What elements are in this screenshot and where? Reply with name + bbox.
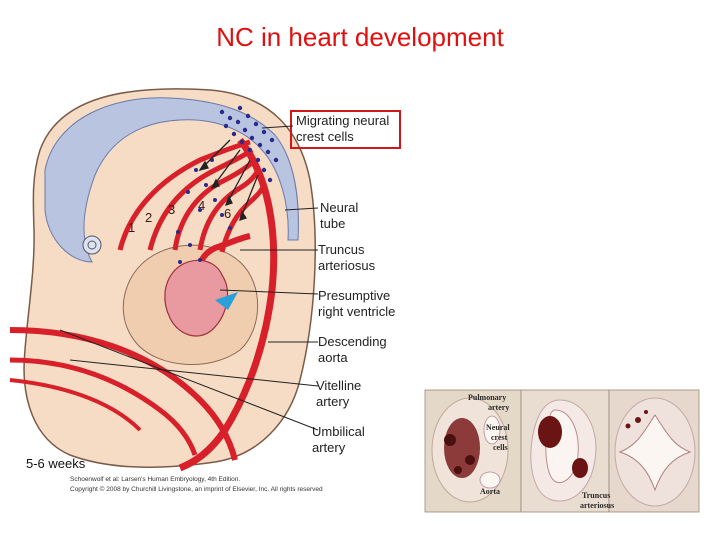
label-truncus-2: arteriosus	[318, 258, 376, 273]
micrograph-panel-1	[424, 389, 522, 513]
umbilical-artery-vessel	[9, 327, 238, 461]
mg-label-nc-2: crest	[491, 433, 508, 442]
arch-number-1: 1	[128, 220, 135, 235]
micrograph-panel-2	[520, 389, 610, 513]
heart	[164, 259, 229, 337]
label-umbilical-1: Umbilical	[312, 424, 365, 439]
label-neural-tube-1: Neural	[320, 200, 358, 215]
mg-label-aorta: Aorta	[480, 487, 500, 496]
micrograph-panel-3	[608, 389, 700, 513]
label-migrating-nc-1: Migrating neural	[296, 113, 389, 128]
eye-icon	[82, 235, 102, 255]
label-migrating-nc-2: crest cells	[296, 129, 354, 144]
pharyngeal-arch-arteries	[117, 139, 267, 253]
leader-lines	[59, 125, 319, 431]
label-truncus-1: Truncus	[318, 242, 365, 257]
label-vitelline-2: artery	[316, 394, 350, 409]
arch-number-3: 3	[168, 202, 175, 217]
arch-number-6: 6	[224, 206, 231, 221]
footnote-line-2: Copyright © 2008 by Churchill Livingston…	[70, 485, 323, 493]
label-presumptive-2: right ventricle	[318, 304, 395, 319]
stage-label: 5-6 weeks	[26, 456, 86, 471]
label-descending-aorta-2: aorta	[318, 350, 348, 365]
migration-arrows	[198, 139, 259, 221]
label-vitelline-1: Vitelline	[316, 378, 361, 393]
truncal-nc-mark	[215, 292, 238, 310]
label-umbilical-2: artery	[312, 440, 346, 455]
mg-label-truncus-1: Truncus	[582, 491, 610, 500]
neural-crest-dots	[176, 105, 279, 264]
label-presumptive-1: Presumptive	[318, 288, 390, 303]
mg-label-nc-3: cells	[493, 443, 508, 452]
label-neural-tube-2: tube	[320, 216, 345, 231]
vitelline-artery-vessel	[9, 357, 198, 456]
footnote-line-1: Schoenwolf et al: Larsen's Human Embryol…	[70, 476, 240, 483]
neural-tube-region	[44, 97, 299, 263]
label-descending-aorta-1: Descending	[318, 334, 387, 349]
migrating-nc-highlight-box	[290, 110, 401, 149]
descending-aorta	[178, 137, 278, 472]
arch-number-4: 4	[198, 198, 205, 213]
mg-label-pulmonary-2: artery	[488, 403, 509, 412]
mg-label-truncus-2: arteriosus	[580, 501, 614, 510]
mg-label-pulmonary-1: Pulmonary	[468, 393, 506, 402]
mg-label-nc-1: Neural	[486, 423, 510, 432]
page-title: NC in heart development	[216, 22, 504, 52]
arch-number-2: 2	[145, 210, 152, 225]
